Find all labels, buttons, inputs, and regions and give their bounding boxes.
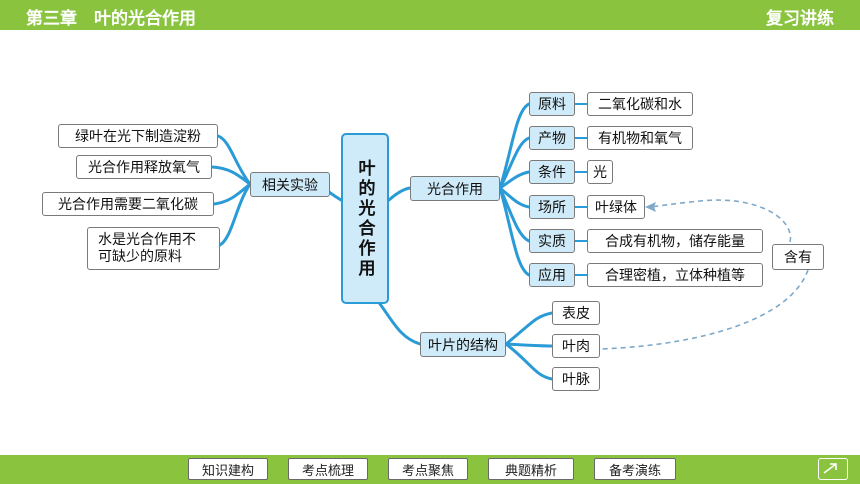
leaf-structure-node: 叶片的结构 <box>420 332 506 357</box>
link-leaf-fan-3 <box>504 342 554 381</box>
header-bar: 第三章 叶的光合作用 复习讲练 <box>0 0 860 30</box>
return-arrow-icon <box>823 463 837 474</box>
chapter-title: 第三章 叶的光合作用 <box>26 9 196 29</box>
ps-value-raw-materials: 二氧化碳和水 <box>587 92 693 116</box>
link-leaf-fan-1 <box>504 311 554 346</box>
ps-value-site: 叶绿体 <box>587 195 645 219</box>
ps-key-site: 场所 <box>529 195 575 219</box>
link-center-photosynthesis <box>387 186 412 202</box>
dashed-link-contains-chloroplast <box>649 199 792 243</box>
nav-exam-point-review[interactable]: 考点梳理 <box>288 458 368 480</box>
dashed-link-contains-mesophyll <box>600 269 809 350</box>
page-return-icon[interactable] <box>818 458 848 480</box>
nav-knowledge-construction[interactable]: 知识建构 <box>188 458 268 480</box>
nav-exam-point-focus[interactable]: 考点聚焦 <box>388 458 468 480</box>
link-exp-fan-2 <box>210 165 252 186</box>
ps-key-raw-materials: 原料 <box>529 92 575 116</box>
ps-value-application: 合理密植，立体种植等 <box>587 263 763 287</box>
ps-value-conditions: 光 <box>587 160 613 184</box>
link-ps-fan-6 <box>498 186 531 277</box>
link-leaf-fan-2 <box>504 342 554 348</box>
ps-value-products: 有机物和氧气 <box>587 126 693 150</box>
leaf-item-vein: 叶脉 <box>552 367 600 391</box>
link-ps-fan-1 <box>498 102 531 190</box>
ps-key-essence: 实质 <box>529 229 575 253</box>
link-ps-fan-3 <box>498 170 531 190</box>
ps-key-products: 产物 <box>529 126 575 150</box>
center-topic: 叶的光合作用 <box>341 133 389 304</box>
section-title: 复习讲练 <box>766 9 834 29</box>
link-ps-fan-5 <box>498 186 531 243</box>
link-center-leaf <box>378 302 422 346</box>
ps-key-application: 应用 <box>529 263 575 287</box>
contains-node: 含有 <box>772 244 824 270</box>
link-exp-fan-4 <box>218 182 252 247</box>
nav-exam-practice[interactable]: 备考演练 <box>594 458 676 480</box>
experiments-node: 相关实验 <box>250 172 330 197</box>
arrowhead-icon <box>645 202 656 212</box>
experiment-item-1: 绿叶在光下制造淀粉 <box>58 124 218 148</box>
experiment-item-2: 光合作用释放氧气 <box>76 155 212 179</box>
experiment-item-3: 光合作用需要二氧化碳 <box>42 192 214 216</box>
link-ps-fan-4 <box>498 186 531 209</box>
photosynthesis-node: 光合作用 <box>410 176 500 201</box>
ps-key-conditions: 条件 <box>529 160 575 184</box>
ps-value-essence: 合成有机物，储存能量 <box>587 229 763 253</box>
link-ps-fan-2 <box>498 136 531 190</box>
link-exp-fan-1 <box>216 134 252 186</box>
nav-typical-examples[interactable]: 典题精析 <box>488 458 574 480</box>
leaf-item-mesophyll: 叶肉 <box>552 334 600 358</box>
center-topic-label: 叶的光合作用 <box>354 158 375 279</box>
experiment-item-4: 水是光合作用不可缺少的原料 <box>87 227 220 270</box>
bottom-nav-bar: 知识建构 考点梳理 考点聚焦 典题精析 备考演练 <box>0 455 860 484</box>
leaf-item-epidermis: 表皮 <box>552 301 600 325</box>
